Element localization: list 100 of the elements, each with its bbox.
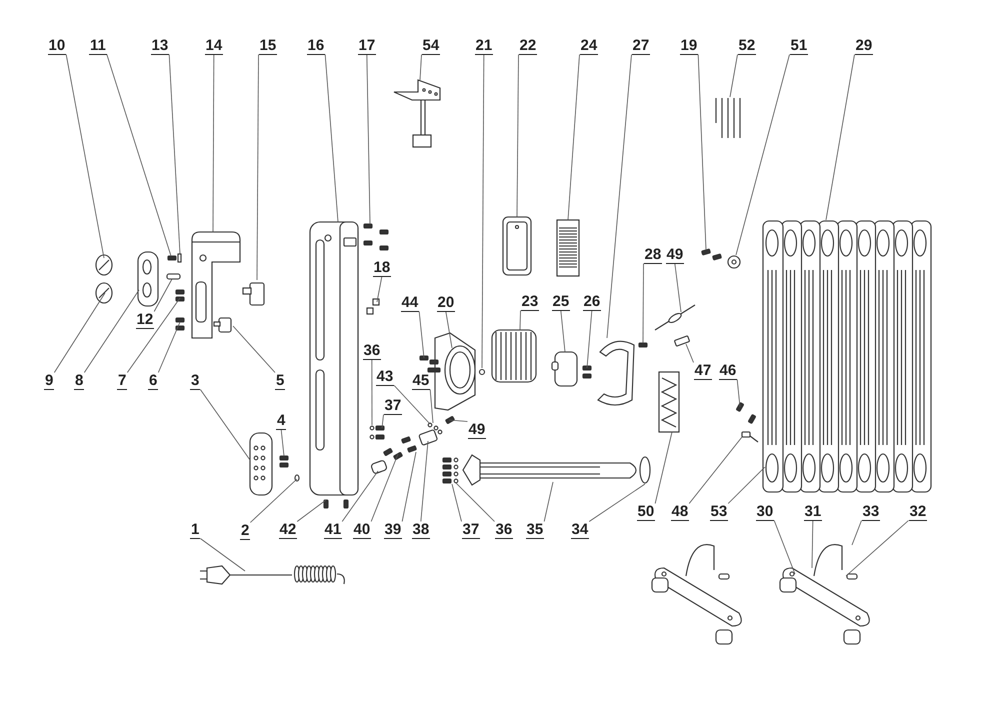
callout-number: 54 (422, 38, 440, 54)
callout-number: 43 (376, 368, 394, 386)
leader-line (296, 500, 326, 522)
leader-line (168, 54, 180, 254)
leader-line (852, 520, 862, 546)
callout-number: 36 (362, 342, 382, 360)
callout-number: 6 (148, 372, 158, 390)
callout-number: 41 (324, 522, 342, 538)
leader-line (482, 54, 484, 368)
callout-number: 3 (190, 372, 200, 390)
callout-number: 26 (582, 294, 602, 310)
callout-number: 30 (756, 504, 774, 520)
leader-line (544, 482, 554, 522)
leader-line (418, 311, 424, 358)
callout-number: 24 (580, 38, 598, 54)
callout-number: 22 (518, 38, 538, 54)
callout-number: 50 (636, 504, 656, 520)
leader-line (736, 54, 790, 256)
callout-number: 37 (462, 522, 480, 538)
callout-number: 36 (494, 522, 514, 538)
leader-line (256, 54, 259, 280)
callout-number: 21 (474, 38, 494, 54)
leader-line (448, 420, 468, 422)
callout-number: 9 (44, 372, 54, 390)
callout-number: 31 (804, 504, 822, 520)
callout-number: 49 (468, 422, 486, 438)
leader-line (730, 54, 738, 98)
leader-line (232, 326, 276, 373)
callout-number: 48 (670, 504, 690, 520)
callout-number: 53 (710, 504, 728, 520)
leader-line (366, 54, 370, 224)
callout-number: 23 (520, 294, 540, 310)
leader-line (402, 452, 416, 522)
callout-number: 20 (436, 294, 456, 312)
callout-number: 12 (136, 312, 154, 328)
callout-number: 7 (117, 372, 128, 390)
leader-line (106, 54, 172, 256)
callout-number: 2 (240, 522, 250, 540)
callout-number: 4 (276, 412, 286, 430)
leader-line (812, 520, 814, 568)
leader-line (846, 520, 909, 576)
callout-number: 14 (204, 38, 224, 54)
callout-number: 38 (412, 522, 430, 538)
callout-number: 42 (278, 522, 298, 538)
leader-line (826, 54, 855, 220)
leader-line (456, 482, 495, 522)
leader-line (200, 538, 246, 572)
leader-line (452, 484, 462, 522)
callout-number: 34 (570, 522, 590, 538)
leader-line (420, 440, 428, 522)
callout-number: 17 (358, 38, 376, 54)
callout-number: 16 (306, 38, 326, 54)
callout-number: 1 (190, 522, 200, 538)
callout-number: 15 (258, 38, 278, 54)
leader-line (674, 263, 682, 312)
leader-line (520, 310, 521, 330)
callout-number: 10 (48, 38, 66, 54)
leader-line (420, 54, 422, 80)
callout-number: 18 (372, 260, 392, 276)
callout-number: 29 (854, 38, 874, 54)
leader-line (728, 466, 766, 504)
leader-line (154, 278, 172, 312)
callout-number: 32 (908, 504, 928, 520)
callout-number: 44 (400, 294, 420, 312)
callout-number: 33 (862, 504, 880, 520)
leader-line (280, 429, 284, 456)
leader-line (66, 54, 104, 258)
leader-line (588, 484, 646, 522)
leader-line (84, 290, 140, 373)
callout-number: 47 (694, 362, 712, 380)
leader-line (654, 432, 672, 504)
leader-line (250, 478, 298, 523)
leader-line (560, 310, 566, 352)
leader-line (774, 520, 796, 574)
callout-number: 13 (150, 38, 170, 54)
leader-line (394, 385, 430, 424)
callout-number: 45 (412, 372, 430, 390)
callout-number: 46 (718, 362, 738, 380)
callout-number: 11 (89, 38, 107, 54)
leader-line (212, 54, 214, 232)
leader-line (200, 389, 250, 460)
callout-number: 8 (74, 372, 84, 390)
leader-line (606, 54, 632, 338)
callout-number: 28 (644, 246, 662, 264)
leader-line (516, 54, 519, 218)
leader-line (324, 54, 338, 222)
leader-line (371, 359, 372, 426)
leader-line (586, 310, 592, 368)
leader-line (342, 470, 378, 522)
leader-line (54, 292, 106, 373)
callout-number: 27 (632, 38, 650, 54)
leader-line (430, 389, 434, 424)
leader-line (376, 276, 382, 302)
leader-line (698, 54, 706, 250)
callout-number: 37 (384, 398, 402, 414)
leader-line (382, 414, 384, 428)
callout-number: 39 (384, 522, 402, 538)
callout-number: 49 (666, 246, 684, 264)
leader-line (126, 298, 180, 373)
callout-number: 19 (680, 38, 698, 54)
